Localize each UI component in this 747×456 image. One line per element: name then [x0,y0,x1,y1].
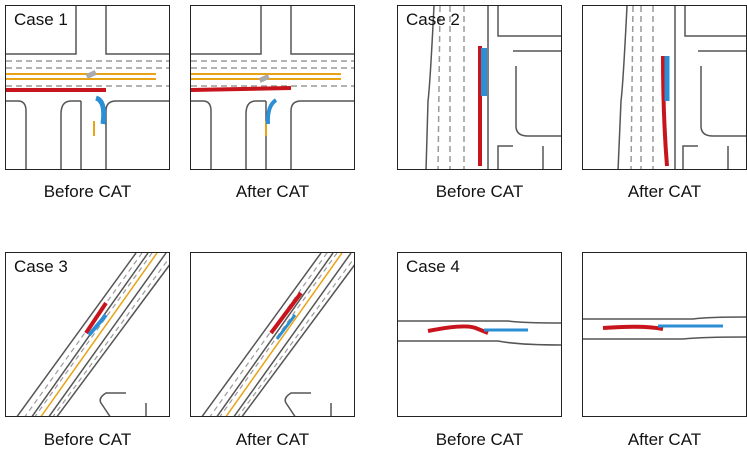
case4-after-panel [582,252,747,417]
case4-after-ego-trajectory [602,324,664,331]
case3-after-panel [190,252,355,417]
case1-after-scene [191,6,354,169]
case1-after-ego-trajectory [191,86,292,92]
case2-after-scene [617,6,746,169]
case2-before-panel: Case 2 [397,5,562,170]
case4-before-scene [398,320,561,346]
case3-before-scene [16,253,169,416]
case1-before-adversary-trajectory [94,95,107,125]
case3-before-adversary-trajectory [87,313,108,337]
case1-after-panel [190,5,355,170]
case1-before-panel: Case 1 [5,5,170,170]
case3-after-adversary-trajectory [275,314,297,340]
case1-after-caption: After CAT [235,182,310,201]
case3-before-ego-trajectory [84,301,108,335]
case4-after-caption: After CAT [627,430,702,449]
case3-before-caption: Before CAT [43,430,132,449]
case2-after-panel [582,5,747,170]
case3-after-ego-trajectory [269,291,303,335]
case3-after-caption: After CAT [235,430,310,449]
case4-before-caption: Before CAT [435,430,524,449]
case2-after-ego-trajectory [661,55,669,167]
case4-before-panel: Case 4 [397,252,562,417]
case3-label: Case 3 [14,257,68,276]
case4-after-scene [583,316,746,340]
case2-before-caption: Before CAT [435,182,524,201]
case2-before-scene [425,6,561,169]
case3-after-scene [201,253,354,416]
case4-before-ego-trajectory [427,324,489,335]
case2-label: Case 2 [406,10,460,29]
case1-before-scene [6,6,169,169]
case3-before-panel: Case 3 [5,252,170,417]
case1-before-caption: Before CAT [43,182,132,201]
case4-label: Case 4 [406,257,460,276]
case1-after-adversary-trajectory [265,98,278,125]
case2-after-caption: After CAT [627,182,702,201]
case1-label: Case 1 [14,10,68,29]
